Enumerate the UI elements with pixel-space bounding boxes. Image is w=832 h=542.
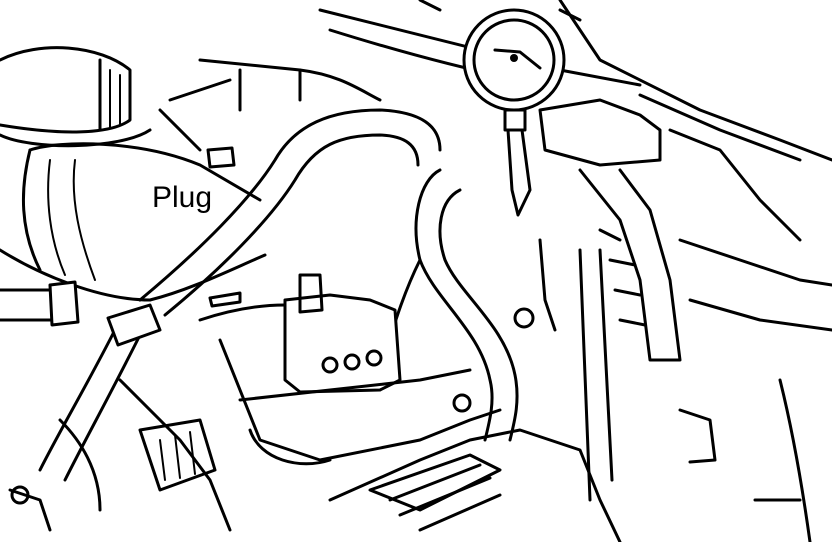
pressure-gauge-icon [462, 8, 566, 217]
lower-left-hose [38, 303, 162, 482]
left-connector-assembly [8, 378, 232, 532]
hardware-details [206, 146, 812, 542]
throttle-body [198, 273, 502, 466]
air-filter-housing [0, 46, 152, 148]
plug-callout-label: Plug [150, 181, 215, 214]
vacuum-hose [138, 108, 442, 317]
intake-duct [0, 142, 267, 302]
lower-connector-box [328, 428, 622, 542]
left-pipe-stub [0, 280, 80, 327]
fuel-line-clamp [578, 128, 832, 362]
